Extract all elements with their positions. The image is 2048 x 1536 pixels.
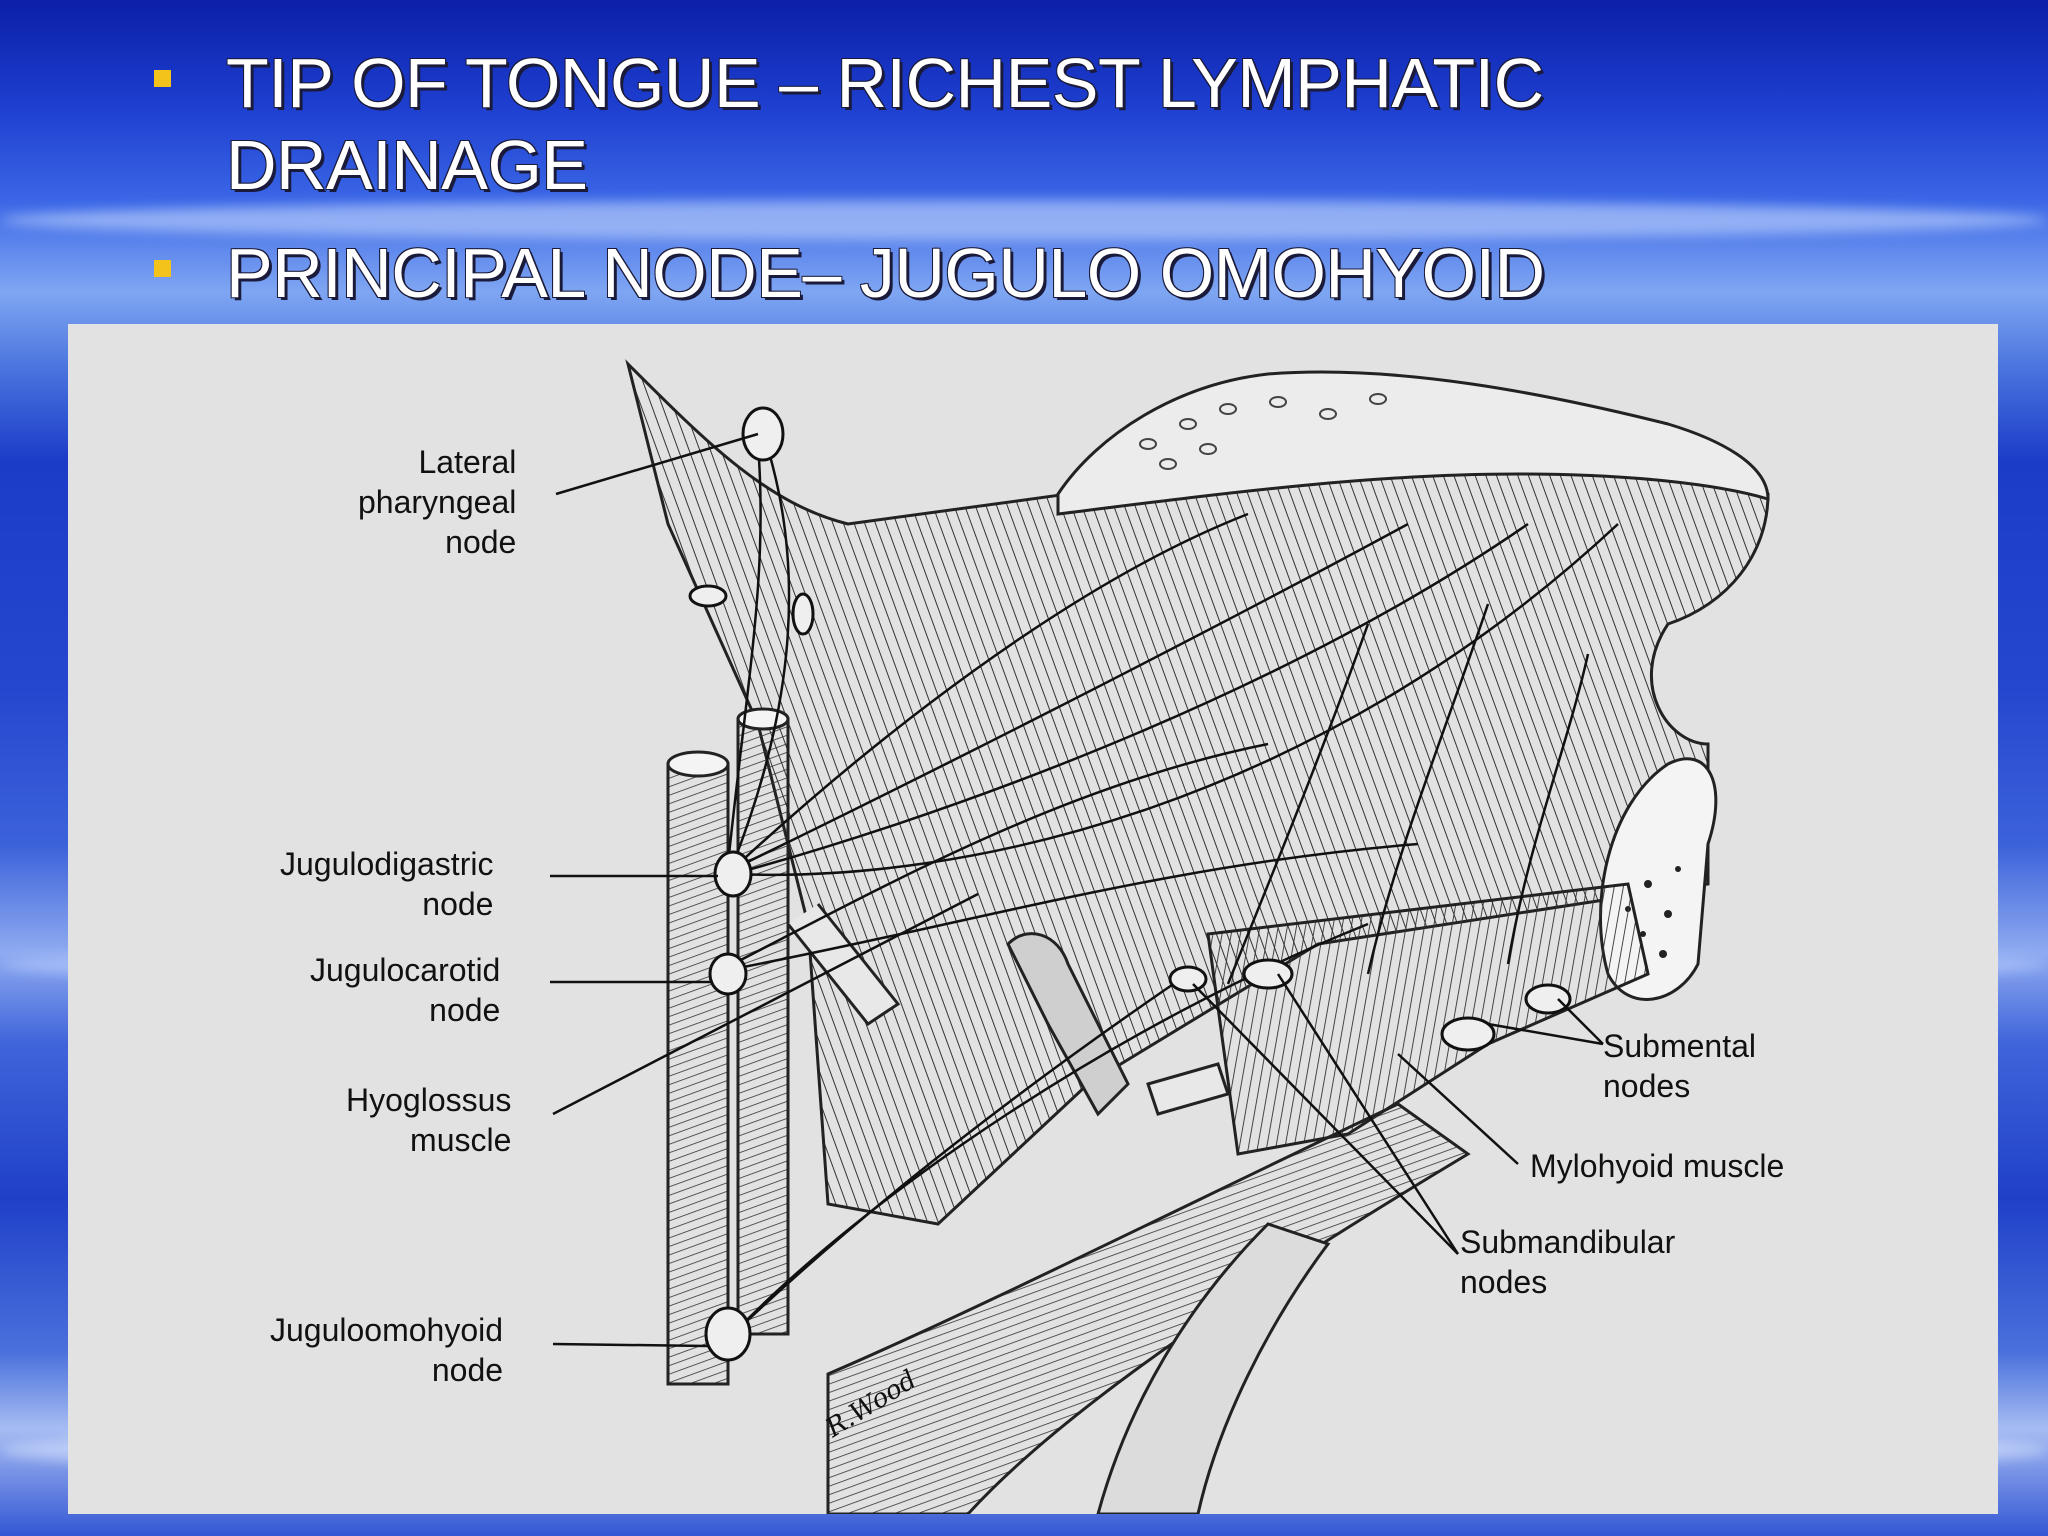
bullet-marker-icon — [154, 70, 171, 87]
anatomy-drawing — [550, 359, 1770, 1514]
label-jugulocarotid-node: Jugulocarotid node — [310, 950, 500, 1030]
lateral-pharyngeal-node-mark — [741, 406, 785, 462]
lymph-nodes — [688, 406, 1572, 1362]
bullet-list: TIP OF TONGUE – RICHEST LYMPHATIC DRAINA… — [150, 42, 1750, 340]
submental-node-mark — [1440, 1016, 1496, 1052]
jugulocarotid-node-mark — [708, 952, 748, 996]
bullet-text: PRINCIPAL NODE– JUGULO OMOHYOID — [226, 234, 1545, 312]
label-mylohyoid-muscle: Mylohyoid muscle — [1530, 1148, 1785, 1184]
label-line: Jugulodigastric — [280, 846, 494, 882]
bullet-text: TIP OF TONGUE – RICHEST LYMPHATIC DRAINA… — [226, 44, 1544, 204]
label-line: Submandibular — [1460, 1224, 1676, 1260]
label-line: node — [429, 992, 501, 1028]
label-line: node — [422, 886, 494, 922]
label-line: nodes — [1460, 1264, 1548, 1300]
strap-muscles — [826, 1102, 1471, 1514]
label-hyoglossus-muscle: Hyoglossus muscle — [346, 1080, 511, 1160]
label-submandibular-nodes: Submandibular nodes — [1460, 1222, 1675, 1302]
label-jugulodigastric-node: Jugulodigastric node — [280, 844, 493, 924]
label-line: Submental — [1603, 1028, 1756, 1064]
label-line: node — [431, 1352, 504, 1388]
label-line: Jugulocarotid — [310, 952, 501, 988]
carotid-artery — [736, 717, 790, 1336]
internal-jugular-vein — [666, 762, 730, 1386]
label-line: Hyoglossus — [346, 1082, 512, 1118]
label-line: muscle — [410, 1122, 512, 1158]
bullet-item: PRINCIPAL NODE– JUGULO OMOHYOID — [150, 232, 1750, 314]
anatomy-figure: Lateral pharyngeal node Jugulodigastric … — [68, 324, 1998, 1514]
label-line: Lateral — [418, 444, 517, 480]
jugulodigastric-node-mark — [713, 850, 753, 898]
label-line: nodes — [1603, 1068, 1691, 1104]
juguloomohyoid-node-mark — [704, 1306, 752, 1362]
label-line: pharyngeal — [358, 484, 517, 520]
label-lateral-pharyngeal-node: Lateral pharyngeal node — [358, 442, 516, 562]
label-juguloomohyoid-node: Juguloomohyoid node — [270, 1310, 503, 1390]
label-line: node — [445, 524, 517, 560]
label-submental-nodes: Submental nodes — [1603, 1026, 1756, 1106]
bullet-item: TIP OF TONGUE – RICHEST LYMPHATIC DRAINA… — [150, 42, 1750, 206]
bullet-marker-icon — [154, 260, 171, 277]
label-line: Juguloomohyoid — [270, 1312, 504, 1348]
